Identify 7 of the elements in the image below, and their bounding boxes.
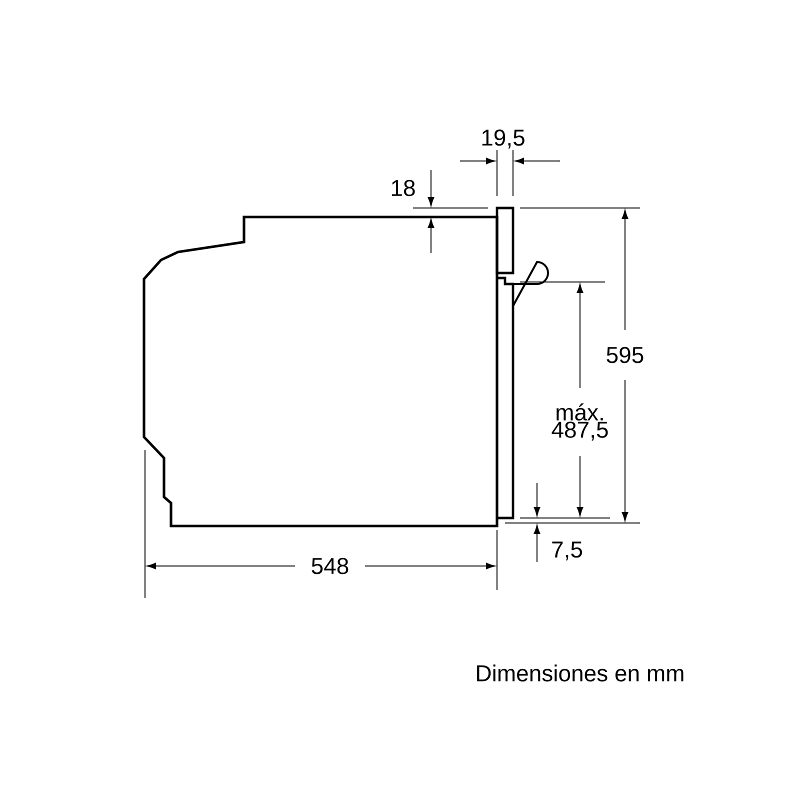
caption: Dimensiones en mm xyxy=(477,664,684,682)
dimension-label: 7,5 xyxy=(552,542,582,560)
dimension-label: máx. 487,5 xyxy=(552,403,608,441)
dimension-label: 548 xyxy=(312,558,348,574)
dimension-label: 595 xyxy=(606,346,644,364)
dimension-label: 19,5 xyxy=(482,130,524,148)
dimension-label: 18 xyxy=(392,180,415,196)
